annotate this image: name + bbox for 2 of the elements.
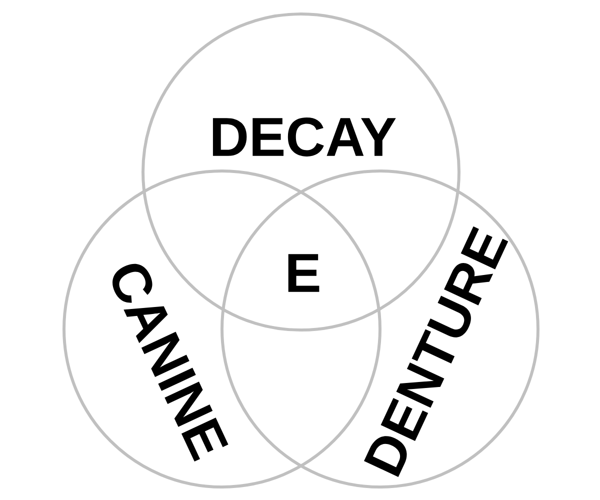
circle-label: DECAY <box>212 118 396 156</box>
intersection-label: E <box>288 254 320 292</box>
